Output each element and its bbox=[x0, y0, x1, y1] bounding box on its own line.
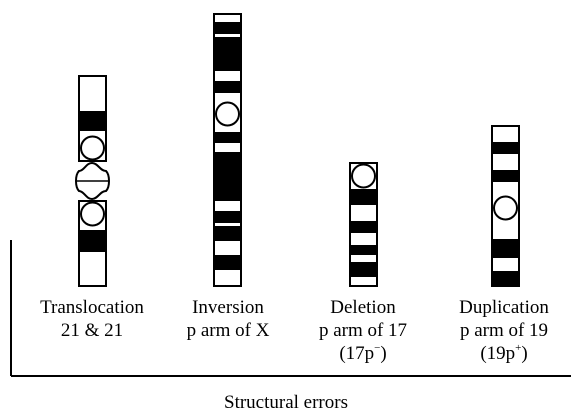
axis-label: Structural errors bbox=[224, 392, 348, 413]
notation-text: (17p bbox=[339, 343, 375, 364]
dark-band bbox=[213, 81, 242, 93]
dark-band bbox=[78, 111, 107, 131]
chromosome-translocation bbox=[75, 75, 110, 287]
dark-band bbox=[491, 142, 520, 154]
notation-sup: − bbox=[374, 341, 381, 354]
dark-band bbox=[349, 221, 378, 233]
centromere bbox=[215, 101, 240, 127]
dark-band bbox=[213, 152, 242, 201]
label-title: Translocation bbox=[40, 297, 144, 318]
dark-band bbox=[349, 189, 378, 205]
chromosome-inversion bbox=[213, 13, 242, 287]
label-title: Duplication bbox=[459, 297, 549, 318]
centromere bbox=[493, 195, 518, 221]
chromosome-duplication bbox=[491, 125, 520, 287]
label-title: Deletion bbox=[330, 297, 396, 318]
label-inversion: Inversion p arm of X bbox=[163, 296, 293, 342]
label-title: Inversion bbox=[192, 297, 264, 318]
centromere bbox=[351, 163, 376, 189]
upper-centromere bbox=[80, 135, 105, 161]
dark-band bbox=[349, 262, 378, 277]
dark-band bbox=[213, 226, 242, 241]
lower-centromere bbox=[80, 201, 105, 227]
dark-band bbox=[213, 37, 242, 71]
label-subtitle: p arm of X bbox=[186, 320, 270, 341]
dark-band bbox=[78, 230, 107, 252]
notation-close: ) bbox=[521, 343, 528, 364]
label-subtitle: p arm of 19 bbox=[459, 320, 549, 341]
dark-band bbox=[491, 271, 520, 287]
notation-text: (19p bbox=[480, 343, 516, 364]
label-notation: (17p−) bbox=[298, 342, 428, 365]
label-subtitle: 21 & 21 bbox=[60, 320, 124, 341]
notation-sup: + bbox=[515, 341, 522, 354]
label-translocation: Translocation 21 & 21 bbox=[2, 296, 182, 342]
dark-band bbox=[213, 255, 242, 270]
label-notation: (19p+) bbox=[436, 342, 572, 365]
dark-band bbox=[213, 132, 242, 143]
notation-close: ) bbox=[380, 343, 387, 364]
dark-band bbox=[213, 22, 242, 34]
chromosome-deletion bbox=[349, 162, 378, 287]
dark-band bbox=[213, 211, 242, 223]
label-deletion: Deletion p arm of 17 (17p−) bbox=[298, 296, 428, 365]
label-subtitle: p arm of 17 bbox=[318, 320, 408, 341]
label-duplication: Duplication p arm of 19 (19p+) bbox=[436, 296, 572, 365]
dark-band bbox=[491, 170, 520, 182]
dark-band bbox=[491, 239, 520, 258]
dark-band bbox=[349, 245, 378, 255]
